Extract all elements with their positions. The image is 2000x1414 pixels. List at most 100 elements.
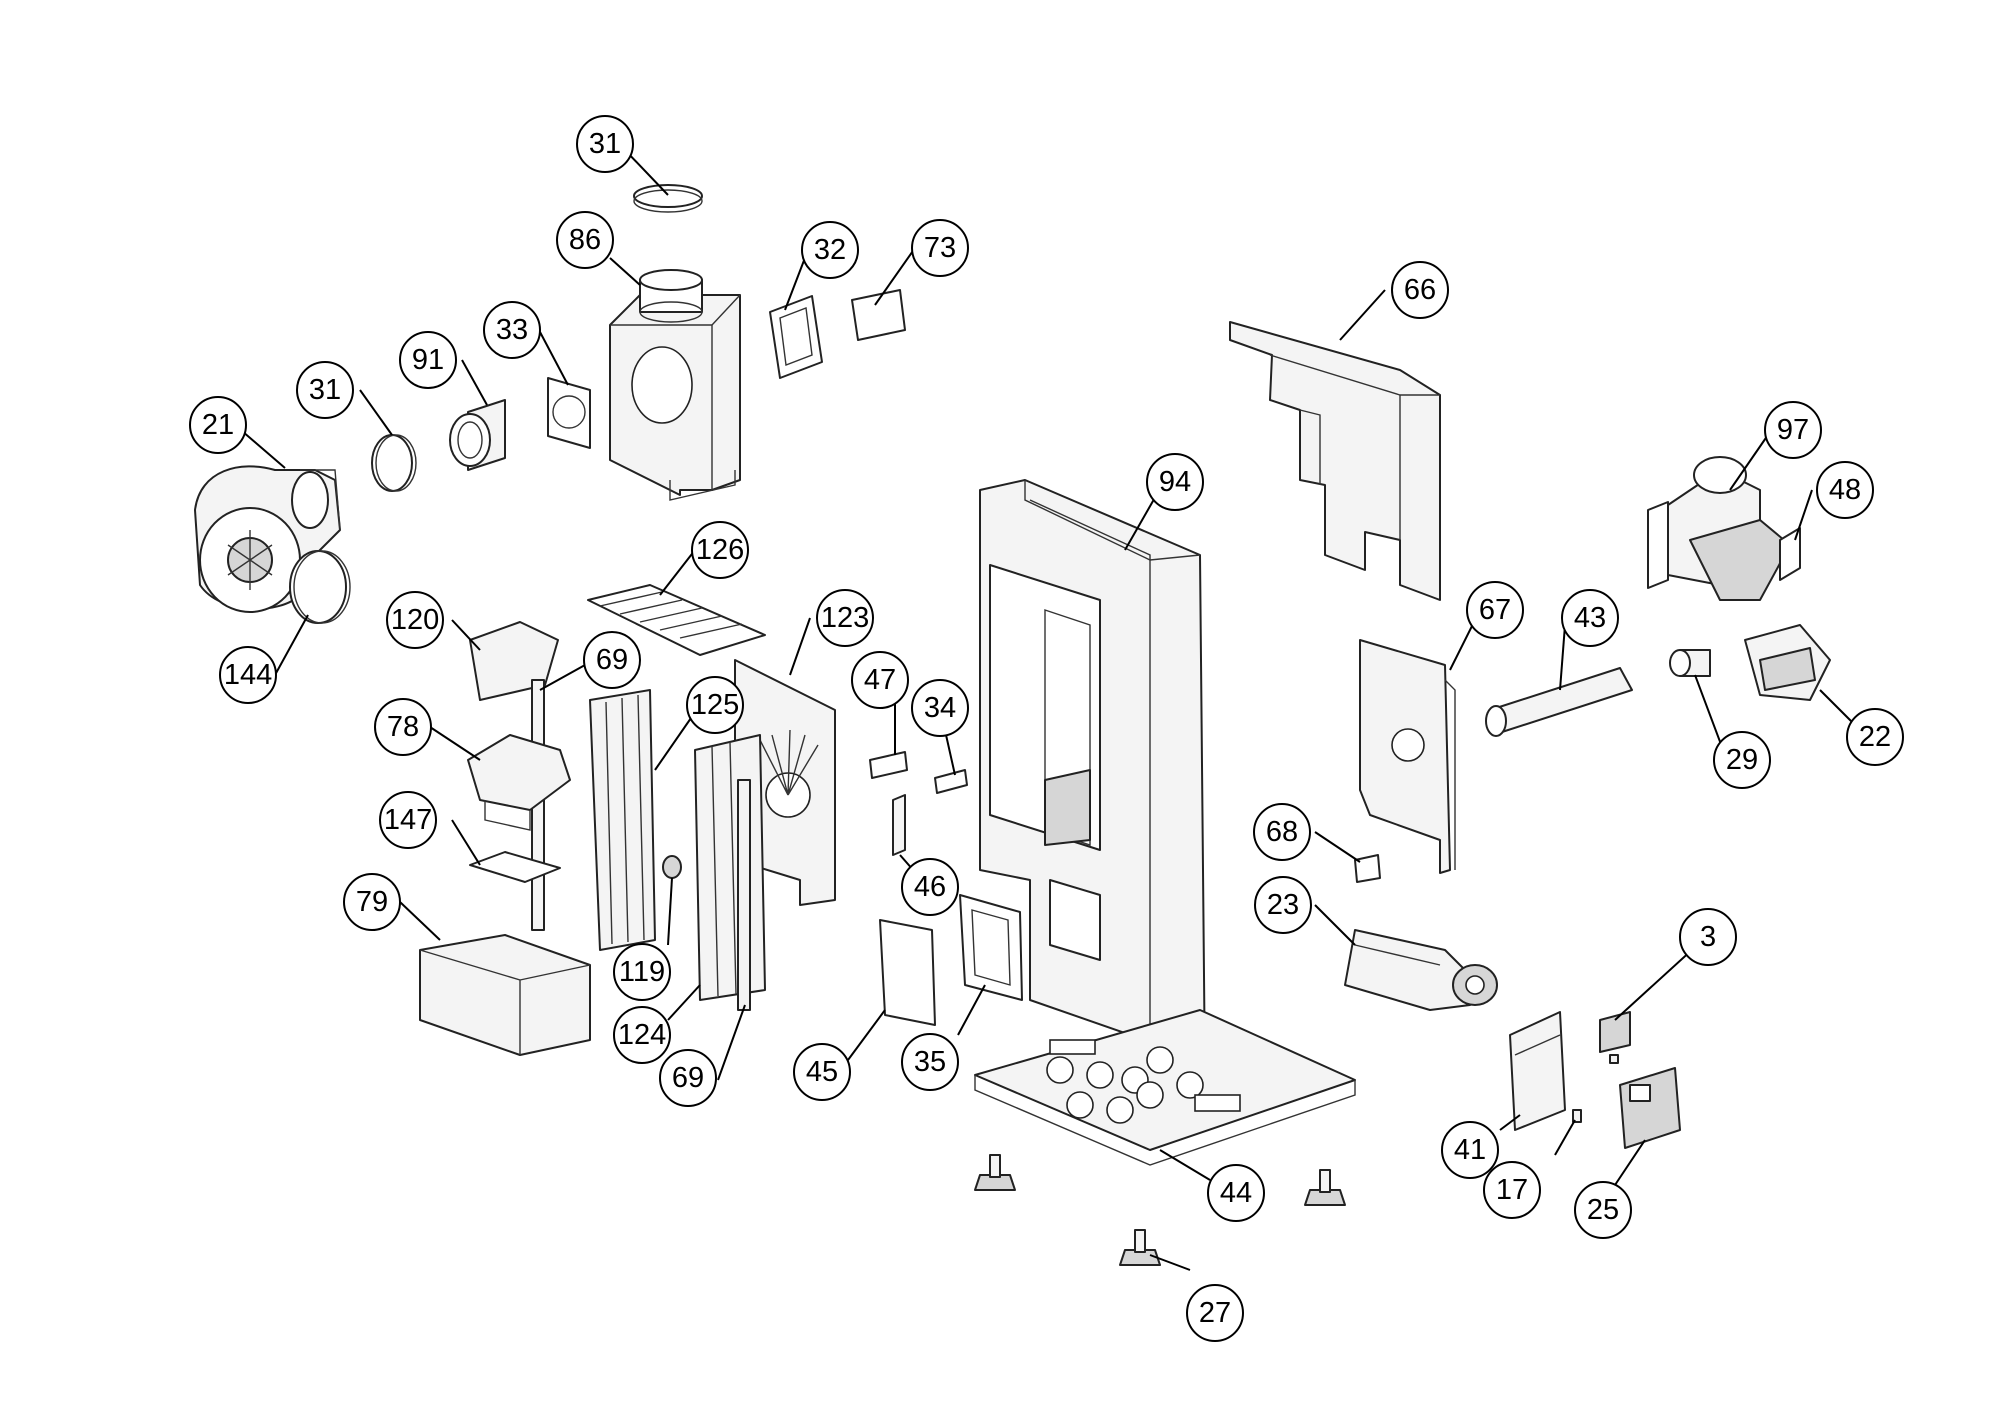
callout-label: 22	[1859, 721, 1891, 753]
callout-label: 78	[387, 711, 419, 743]
part-79-pan	[419, 934, 591, 1056]
callout-3: 3	[1679, 908, 1737, 966]
leader-124	[667, 984, 701, 1021]
leader-79	[399, 901, 441, 941]
callout-94: 94	[1146, 453, 1204, 511]
part-41-bracket	[1509, 1011, 1566, 1131]
callout-label: 126	[696, 534, 744, 566]
callout-label: 46	[914, 871, 946, 903]
callout-label: 69	[596, 644, 628, 676]
part-86-flue-box	[609, 269, 741, 501]
callout-label: 119	[619, 956, 665, 988]
callout-125: 125	[686, 676, 744, 734]
callout-label: 35	[914, 1046, 946, 1078]
part-66-top-panel	[1229, 321, 1441, 601]
callout-label: 68	[1266, 816, 1298, 848]
part-78-valve	[467, 734, 571, 831]
leader-17	[1554, 1119, 1576, 1156]
callout-label: 144	[224, 659, 272, 691]
part-126-grate	[587, 584, 766, 656]
callout-label: 45	[806, 1056, 838, 1088]
callout-91: 91	[399, 331, 457, 389]
leader-68	[1314, 831, 1361, 863]
leader-35	[957, 984, 986, 1036]
part-91-adapter	[449, 399, 506, 471]
part-25-board	[1619, 1067, 1681, 1149]
callout-67: 67	[1466, 581, 1524, 639]
leader-45	[847, 1009, 886, 1061]
part-29-cap	[1669, 649, 1711, 677]
callout-68: 68	[1253, 803, 1311, 861]
callout-27: 27	[1186, 1284, 1244, 1342]
callout-label: 29	[1726, 744, 1758, 776]
callout-45: 45	[793, 1043, 851, 1101]
callout-label: 47	[864, 664, 896, 696]
callout-label: 17	[1496, 1174, 1528, 1206]
callout-23: 23	[1254, 876, 1312, 934]
leader-144	[274, 614, 309, 676]
callout-44: 44	[1207, 1164, 1265, 1222]
part-17-screw	[1572, 1109, 1582, 1123]
leader-43	[1559, 624, 1566, 691]
callout-label: 147	[384, 804, 432, 836]
part-32-gasket	[769, 295, 823, 379]
callout-73: 73	[911, 219, 969, 277]
leader-41	[1499, 1114, 1521, 1131]
leader-73	[874, 247, 916, 306]
callout-43: 43	[1561, 589, 1619, 647]
callout-label: 69	[672, 1062, 704, 1094]
callout-label: 21	[202, 409, 234, 441]
callout-41: 41	[1441, 1121, 1499, 1179]
callout-label: 67	[1479, 594, 1511, 626]
leader-66	[1339, 289, 1386, 341]
leader-97	[1729, 431, 1771, 491]
callout-label: 123	[821, 602, 869, 634]
callout-label: 91	[412, 344, 444, 376]
callout-34: 34	[911, 679, 969, 737]
callout-label: 43	[1574, 602, 1606, 634]
part-147-bracket	[469, 851, 561, 883]
callout-label: 3	[1700, 921, 1716, 953]
part-31-top-ring	[633, 184, 703, 213]
part-67-side-panel	[1359, 639, 1456, 874]
callout-label: 41	[1454, 1134, 1486, 1166]
callout-66: 66	[1391, 261, 1449, 319]
callout-147: 147	[379, 791, 437, 849]
callout-32: 32	[801, 221, 859, 279]
part-46-bracket	[892, 794, 906, 856]
callout-21: 21	[189, 396, 247, 454]
leader-48	[1794, 489, 1813, 541]
callout-126: 126	[691, 521, 749, 579]
callout-label: 33	[496, 314, 528, 346]
callout-47: 47	[851, 651, 909, 709]
leader-119	[667, 877, 673, 946]
callout-86: 86	[556, 211, 614, 269]
callout-label: 86	[569, 224, 601, 256]
callout-label: 44	[1220, 1177, 1252, 1209]
callout-label: 48	[1829, 474, 1861, 506]
leader-lines	[234, 149, 1866, 1271]
callout-69-top: 69	[583, 631, 641, 689]
part-144-gasket	[289, 550, 351, 624]
callout-label: 73	[924, 232, 956, 264]
callout-label: 94	[1159, 466, 1191, 498]
callout-label: 23	[1267, 889, 1299, 921]
callout-97: 97	[1764, 401, 1822, 459]
part-73-plate	[851, 289, 906, 341]
callout-69-bottom: 69	[659, 1049, 717, 1107]
callout-35: 35	[901, 1033, 959, 1091]
leader-123	[789, 617, 811, 676]
part-23-burner	[1344, 929, 1498, 1011]
leader-147	[451, 819, 481, 866]
callout-label: 27	[1199, 1297, 1231, 1329]
part-124-exchanger	[694, 734, 766, 1001]
callout-25: 25	[1574, 1181, 1632, 1239]
part-44-base-tray	[974, 1009, 1356, 1166]
leader-69-top	[539, 664, 586, 691]
leader-31-left	[359, 389, 393, 436]
leader-91	[461, 359, 488, 406]
part-33-gasket	[547, 377, 591, 449]
part-22-motor	[1744, 624, 1831, 701]
leader-78	[429, 726, 481, 761]
